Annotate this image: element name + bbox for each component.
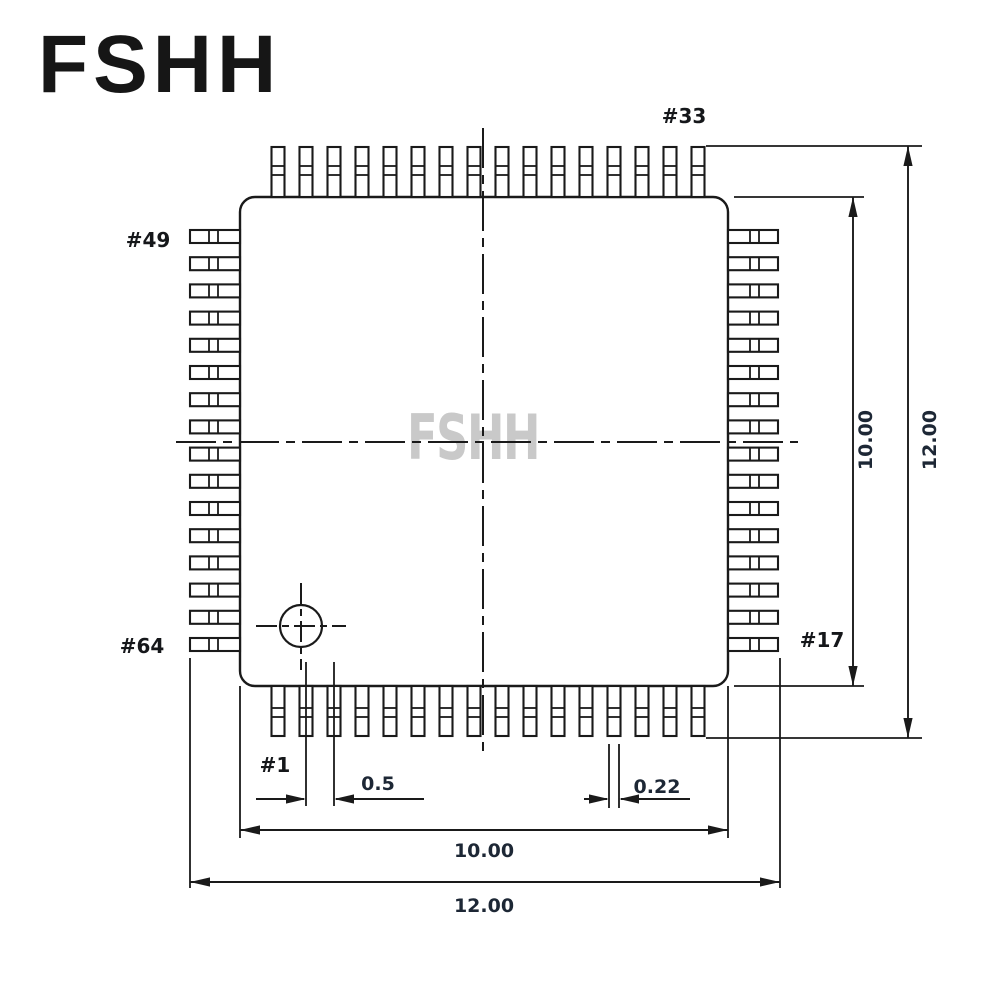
pin	[690, 145, 706, 199]
pin	[188, 256, 242, 272]
pin	[726, 283, 780, 299]
pin	[726, 310, 780, 326]
brand-logo: FSHH	[38, 19, 282, 110]
pin	[188, 283, 242, 299]
pin	[382, 684, 398, 738]
pin	[188, 555, 242, 571]
dim-pin-width: 0.22	[634, 776, 681, 798]
pin	[188, 392, 242, 408]
arrowhead	[190, 877, 210, 887]
pin	[726, 392, 780, 408]
pin	[188, 364, 242, 381]
pin	[726, 364, 780, 381]
label-pin33: #33	[662, 104, 707, 128]
dimension-lines	[190, 146, 913, 887]
pin	[270, 684, 286, 738]
pin	[726, 473, 780, 489]
pin	[726, 228, 780, 245]
arrowhead	[760, 877, 780, 887]
pin	[634, 145, 650, 199]
pin	[326, 145, 342, 199]
arrowhead	[334, 794, 354, 804]
bottom-pins	[270, 684, 706, 738]
pin	[726, 609, 780, 625]
arrowhead	[848, 197, 858, 217]
pin	[726, 500, 780, 517]
dim-body-height-right: 10.00	[855, 410, 877, 470]
left-pins	[188, 228, 242, 653]
extension-lines	[189, 145, 922, 888]
label-pin64: #64	[120, 634, 165, 658]
pin	[662, 145, 678, 199]
pin	[438, 145, 454, 199]
pin	[270, 145, 286, 199]
pin	[494, 145, 510, 199]
pin	[522, 684, 538, 738]
pin	[578, 145, 594, 199]
pin	[298, 145, 314, 199]
pin	[188, 228, 242, 245]
pin	[726, 419, 780, 435]
pin	[466, 684, 482, 738]
pin	[690, 684, 706, 738]
right-pins	[726, 228, 780, 653]
pin	[410, 684, 426, 738]
arrowhead	[903, 146, 913, 166]
pin	[550, 145, 566, 199]
pin	[438, 684, 454, 738]
pin	[726, 636, 780, 653]
arrowhead	[903, 718, 913, 738]
label-pin1: #1	[260, 753, 291, 777]
arrowhead	[619, 794, 639, 804]
pin	[188, 636, 242, 653]
pin	[354, 684, 370, 738]
pin	[188, 446, 242, 462]
dim-overall-width-bottom: 12.00	[454, 895, 514, 917]
pin	[466, 145, 482, 199]
pin	[494, 684, 510, 738]
pin	[662, 684, 678, 738]
dim-overall-height-right: 12.00	[919, 410, 941, 470]
pin	[188, 337, 242, 353]
pin	[188, 582, 242, 598]
label-pin17: #17	[800, 628, 845, 652]
pin	[188, 528, 242, 544]
arrowhead	[708, 825, 728, 835]
arrowhead	[240, 825, 260, 835]
watermark-text: FSHH	[407, 401, 539, 474]
pin	[606, 684, 622, 738]
pin	[726, 528, 780, 544]
arrowhead	[286, 794, 306, 804]
pin	[726, 337, 780, 353]
pin	[188, 419, 242, 435]
pin	[606, 145, 622, 199]
pin	[634, 684, 650, 738]
pin	[188, 500, 242, 517]
pin	[354, 145, 370, 199]
dim-body-width-bottom: 10.00	[454, 840, 514, 862]
pin	[726, 256, 780, 272]
pin	[726, 446, 780, 462]
pin	[382, 145, 398, 199]
pin1-marker	[256, 583, 346, 670]
pin	[550, 684, 566, 738]
pin	[578, 684, 594, 738]
pin	[410, 145, 426, 199]
pin	[726, 582, 780, 598]
label-pin49: #49	[126, 228, 171, 252]
arrowhead	[589, 794, 609, 804]
pin	[188, 609, 242, 625]
centerlines	[176, 128, 798, 758]
pin	[188, 310, 242, 326]
dim-pin-pitch: 0.5	[361, 773, 395, 795]
pin	[726, 555, 780, 571]
pin	[188, 473, 242, 489]
pin	[522, 145, 538, 199]
arrowhead	[848, 666, 858, 686]
top-pins	[270, 145, 706, 199]
